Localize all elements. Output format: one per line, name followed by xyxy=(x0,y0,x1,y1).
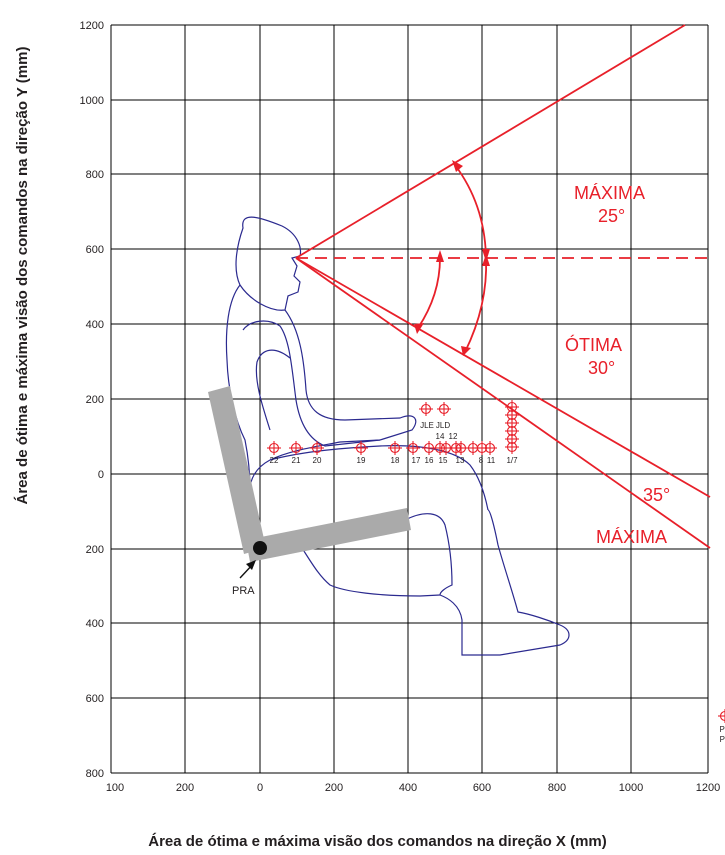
pra-arrow xyxy=(239,560,256,579)
leg-outline xyxy=(404,509,570,656)
control-label: JLD xyxy=(436,421,450,430)
grid xyxy=(110,24,709,774)
y-tick: 200 xyxy=(86,544,104,556)
x-tick: 1200 xyxy=(696,782,720,794)
y-tick: 800 xyxy=(86,169,104,181)
control-label: 1/7 xyxy=(506,456,518,465)
seat xyxy=(208,386,411,562)
control-label: 17 xyxy=(412,456,421,465)
control-marker xyxy=(310,441,324,455)
control-label: JLE xyxy=(420,421,434,430)
y-tick: 600 xyxy=(86,244,104,256)
line-35deg-down xyxy=(295,257,711,549)
x-tick: 800 xyxy=(548,782,566,794)
y-tick: 1000 xyxy=(80,95,104,107)
control-label: 13 xyxy=(456,456,465,465)
x-tick: 200 xyxy=(176,782,194,794)
seat-cushion xyxy=(246,508,411,562)
x-tick: 200 xyxy=(325,782,343,794)
torso-outline xyxy=(249,309,417,491)
control-label: 16 xyxy=(425,456,434,465)
pra-point xyxy=(253,541,267,555)
seat-back xyxy=(208,386,266,554)
control-marker xyxy=(388,441,402,455)
head-outline xyxy=(235,216,302,311)
control-label: 15 xyxy=(439,456,448,465)
control-label: 8 xyxy=(479,456,484,465)
control-marker xyxy=(354,441,368,455)
control-label: 18 xyxy=(391,456,400,465)
y-tick: 0 xyxy=(98,469,104,481)
shin-outline xyxy=(299,544,441,597)
control-label: 20 xyxy=(313,456,322,465)
control-markers xyxy=(267,400,725,723)
y-tick: 600 xyxy=(86,693,104,705)
optimal-angle: 30° xyxy=(588,358,615,378)
y-tick: 800 xyxy=(86,768,104,780)
y-tick: 400 xyxy=(86,618,104,630)
x-tick-labels: 100 200 0 200 400 600 800 1000 1200 xyxy=(106,782,720,794)
x-tick: 0 xyxy=(257,782,263,794)
control-marker xyxy=(505,440,519,454)
control-marker xyxy=(289,441,303,455)
vision-lines xyxy=(295,24,711,549)
y-tick: 1200 xyxy=(80,20,104,32)
control-marker xyxy=(419,402,433,416)
control-labels: 22 21 20 19 18 17 16 15 13 8 11 1/7 14 1… xyxy=(270,421,725,744)
arc-lower xyxy=(464,257,488,353)
optimal-label: ÓTIMA xyxy=(565,334,622,355)
control-label: 11 xyxy=(487,456,496,465)
control-label: 21 xyxy=(292,456,301,465)
control-label: 14 xyxy=(436,432,445,441)
line-25deg-up xyxy=(295,24,686,259)
control-label: 12 xyxy=(449,432,458,441)
pra-label: PRA xyxy=(232,585,255,597)
x-tick: 600 xyxy=(473,782,491,794)
max-bottom-label: MÁXIMA xyxy=(596,527,667,547)
human-figure xyxy=(225,216,570,656)
control-label: 22 xyxy=(270,456,279,465)
x-tick: 1000 xyxy=(619,782,643,794)
control-marker xyxy=(267,441,281,455)
control-label: PE xyxy=(720,735,725,744)
arm-outline xyxy=(242,320,381,447)
y-tick: 200 xyxy=(86,394,104,406)
control-marker xyxy=(718,709,725,723)
x-tick: 100 xyxy=(106,782,124,794)
y-tick-labels: 1200 1000 800 600 400 200 0 200 400 600 … xyxy=(80,20,104,780)
control-marker xyxy=(483,441,497,455)
y-tick: 400 xyxy=(86,319,104,331)
line-30deg-down xyxy=(295,257,711,498)
arrowheads xyxy=(414,160,490,356)
max-top-angle: 25° xyxy=(598,206,625,226)
arc-middle xyxy=(417,257,441,329)
x-tick: 400 xyxy=(399,782,417,794)
control-marker xyxy=(406,441,420,455)
max-bottom-angle: 35° xyxy=(643,485,670,505)
control-label: 19 xyxy=(357,456,366,465)
max-top-label: MÁXIMA xyxy=(574,183,645,203)
control-marker xyxy=(437,402,451,416)
arc-upper xyxy=(454,164,487,259)
x-axis-label: Área de ótima e máxima visão dos comando… xyxy=(148,833,607,850)
control-label: PD xyxy=(719,725,725,734)
control-marker xyxy=(454,441,468,455)
